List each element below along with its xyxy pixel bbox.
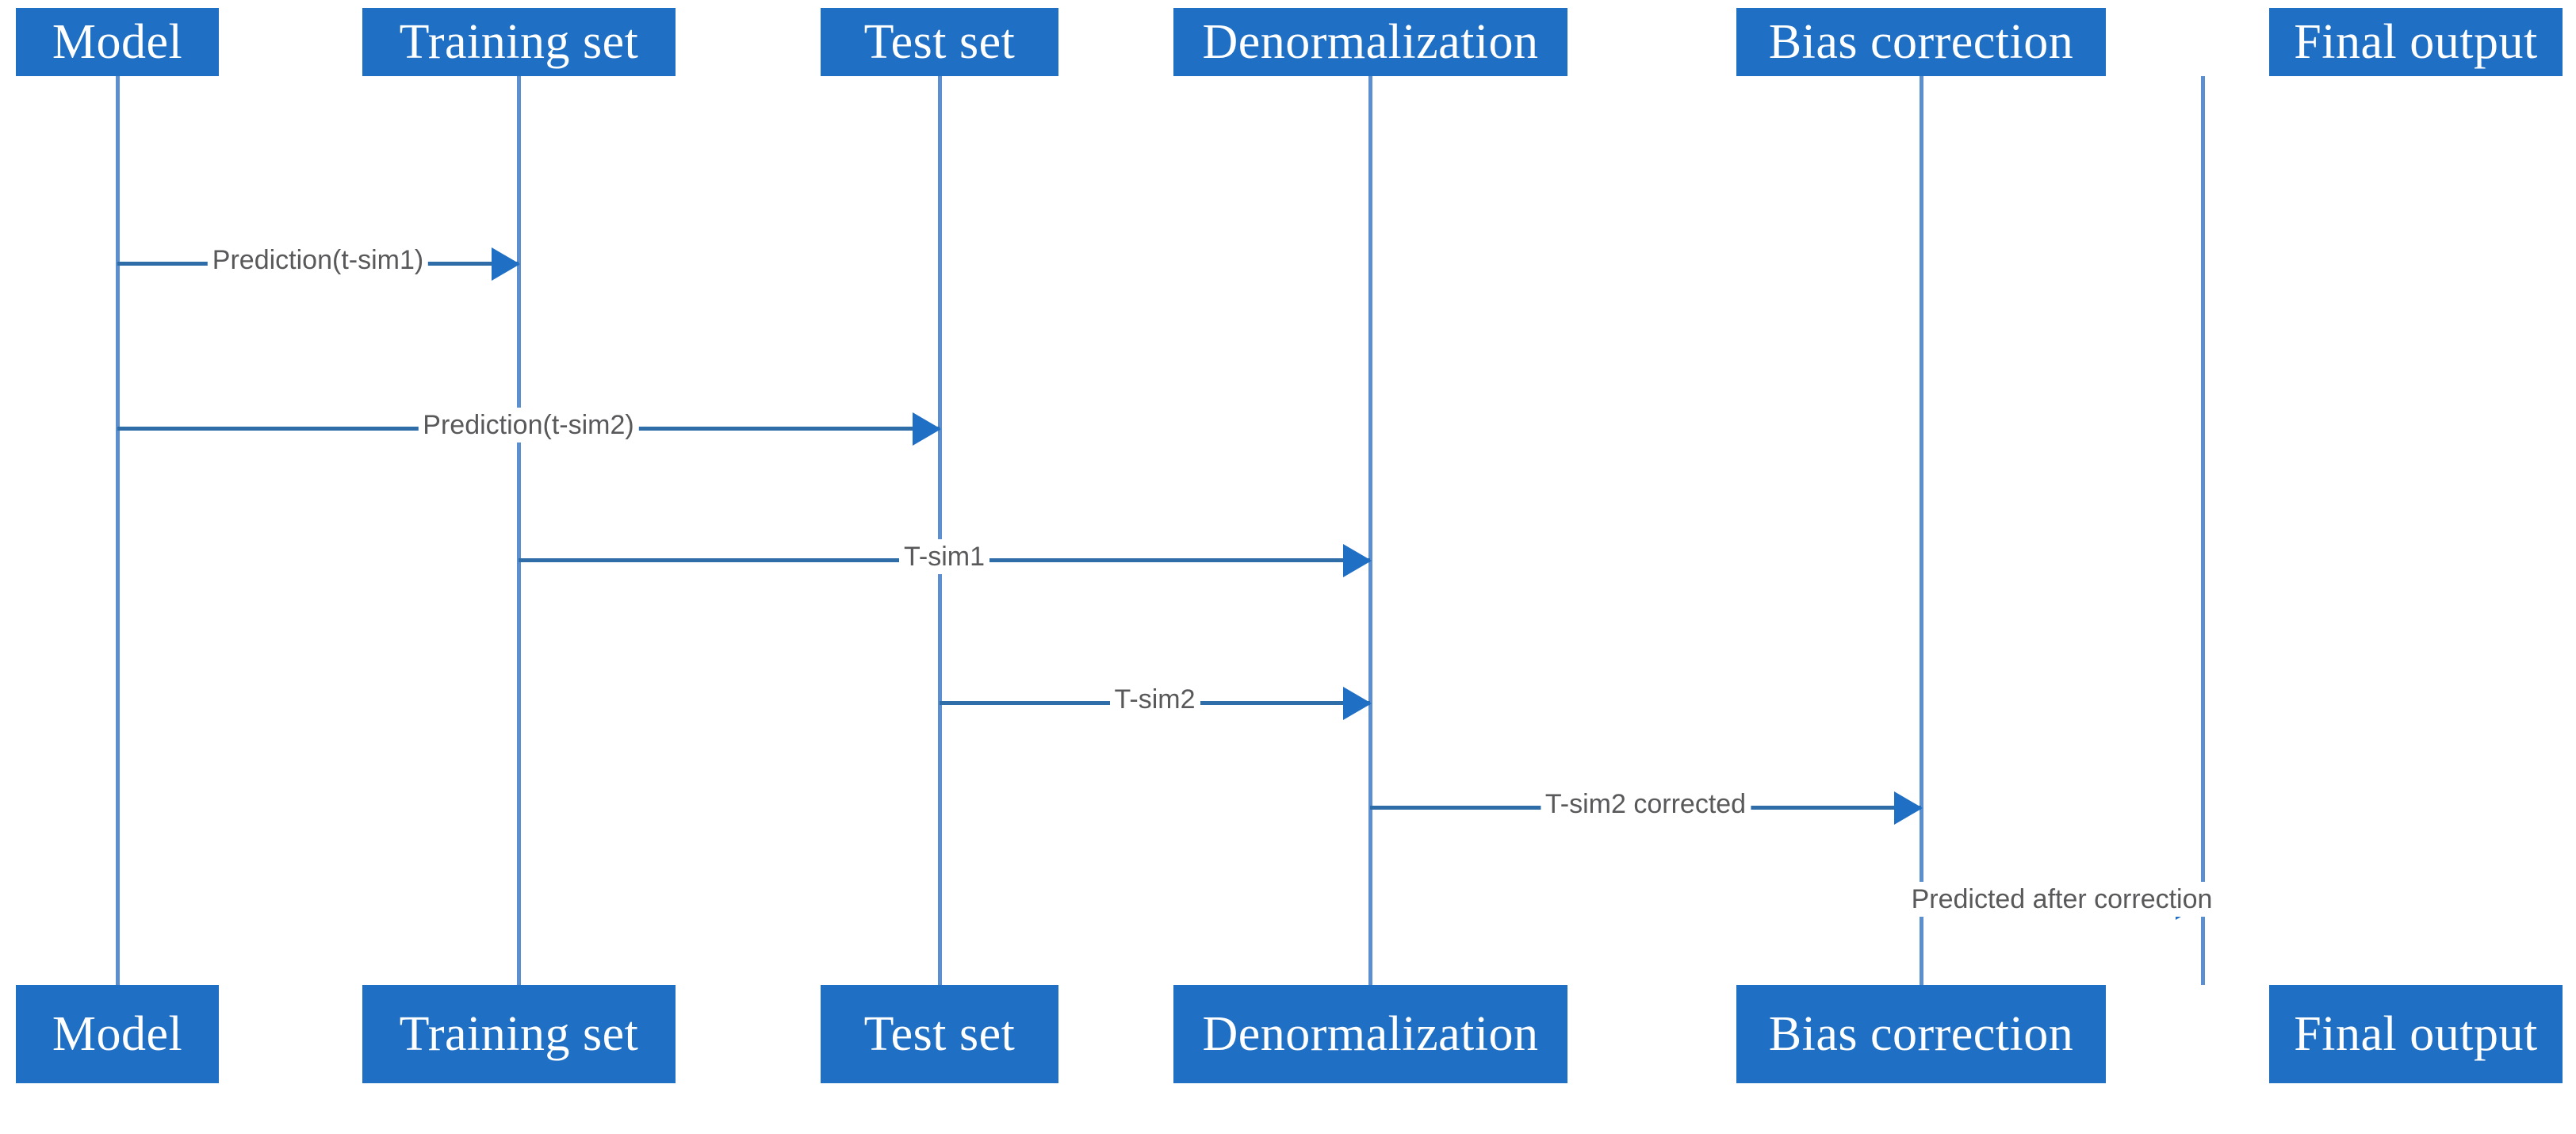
participant-label: Training set	[399, 15, 639, 69]
lifeline-final-output	[2201, 76, 2205, 985]
participant-label: Test set	[863, 15, 1016, 69]
participant-bottom-model[interactable]: Model	[16, 985, 219, 1083]
message-m5[interactable]: T-sim2 corrected	[1370, 787, 1923, 825]
participant-bottom-final-output[interactable]: Final output	[2269, 985, 2563, 1083]
participant-top-bias-correction[interactable]: Bias correction	[1736, 8, 2106, 76]
participant-label: Model	[52, 15, 183, 69]
message-m4[interactable]: T-sim2	[940, 682, 1372, 720]
participant-top-model[interactable]: Model	[16, 8, 219, 76]
arrowhead-icon	[1343, 687, 1372, 720]
participant-bottom-training-set[interactable]: Training set	[362, 985, 676, 1083]
participant-top-final-output[interactable]: Final output	[2269, 8, 2563, 76]
lifeline-training-set	[517, 76, 521, 985]
arrowhead-icon	[913, 412, 941, 446]
lifeline-test-set	[938, 76, 942, 985]
lifeline-denormalization	[1368, 76, 1372, 985]
participant-label: Bias correction	[1768, 1007, 2074, 1061]
participant-label: Training set	[399, 1007, 639, 1061]
participant-label: Bias correction	[1768, 15, 2074, 69]
message-m1[interactable]: Prediction(t-sim1)	[117, 243, 520, 281]
participant-label: Final output	[2294, 15, 2538, 69]
participant-bottom-bias-correction[interactable]: Bias correction	[1736, 985, 2106, 1083]
arrowhead-icon	[492, 247, 520, 281]
participant-top-denormalization[interactable]: Denormalization	[1173, 8, 1567, 76]
participant-label: Denormalization	[1202, 15, 1539, 69]
participant-bottom-test-set[interactable]: Test set	[821, 985, 1058, 1083]
message-label: T-sim1	[899, 539, 989, 574]
message-m3[interactable]: T-sim1	[519, 539, 1372, 577]
participant-top-test-set[interactable]: Test set	[821, 8, 1058, 76]
message-m2[interactable]: Prediction(t-sim2)	[117, 408, 941, 446]
participant-top-training-set[interactable]: Training set	[362, 8, 676, 76]
lifeline-bias-correction	[1920, 76, 1923, 985]
participant-label: Final output	[2294, 1007, 2538, 1061]
participant-bottom-denormalization[interactable]: Denormalization	[1173, 985, 1567, 1083]
participant-label: Model	[52, 1007, 183, 1061]
participant-label: Test set	[863, 1007, 1016, 1061]
message-m6[interactable]: Predicted after correction	[1906, 882, 2218, 920]
message-label: T-sim2	[1109, 682, 1200, 717]
participant-label: Denormalization	[1202, 1007, 1539, 1061]
arrowhead-icon	[1894, 791, 1923, 825]
message-label: T-sim2 corrected	[1540, 787, 1751, 822]
message-label: Prediction(t-sim1)	[207, 243, 429, 278]
arrowhead-icon	[1343, 544, 1372, 577]
lifeline-model	[116, 76, 120, 985]
message-label: Prediction(t-sim2)	[418, 408, 639, 442]
message-label: Predicted after correction	[1906, 882, 2218, 917]
